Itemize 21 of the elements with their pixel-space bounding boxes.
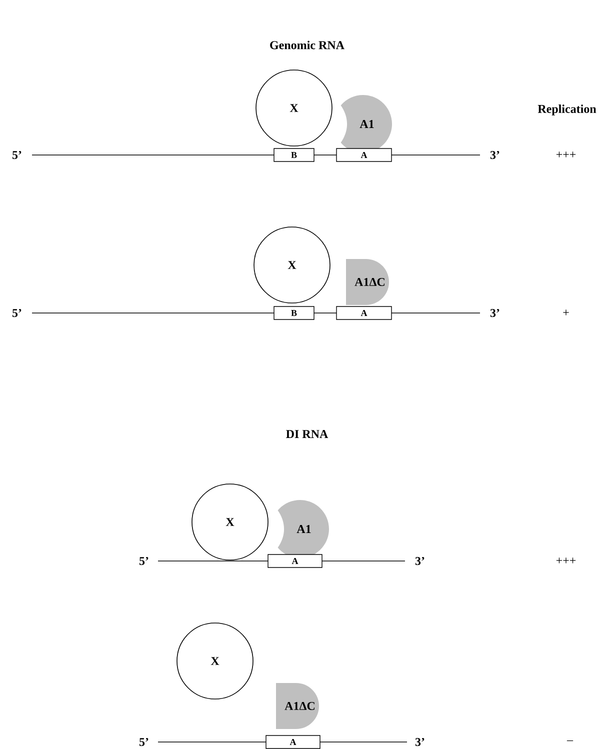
region-box: B: [274, 306, 314, 320]
replication-score: +++: [556, 152, 576, 158]
replication-score: –: [566, 740, 574, 742]
strand-end-label: 5’: [12, 308, 22, 318]
strand-end-label: 3’: [490, 150, 500, 160]
region-box: B: [274, 148, 314, 162]
region-box: A: [336, 148, 392, 162]
strand-end-label: 5’: [12, 150, 22, 160]
heading: Genomic RNA: [270, 40, 344, 50]
strand-end-label: 3’: [415, 556, 424, 566]
replication-score: +++: [556, 558, 576, 564]
strand-end-label: 3’: [415, 738, 424, 746]
replication-score: +: [563, 310, 569, 316]
heading: DI RNA: [286, 430, 328, 438]
region-box: A: [268, 554, 322, 568]
region-box: A: [266, 735, 320, 749]
strand-end-label: 5’: [140, 556, 148, 566]
region-box: A: [336, 306, 392, 320]
heading: Replication: [538, 104, 596, 116]
strand-end-label: 5’: [140, 738, 148, 746]
strand-end-label: 3’: [490, 308, 500, 318]
